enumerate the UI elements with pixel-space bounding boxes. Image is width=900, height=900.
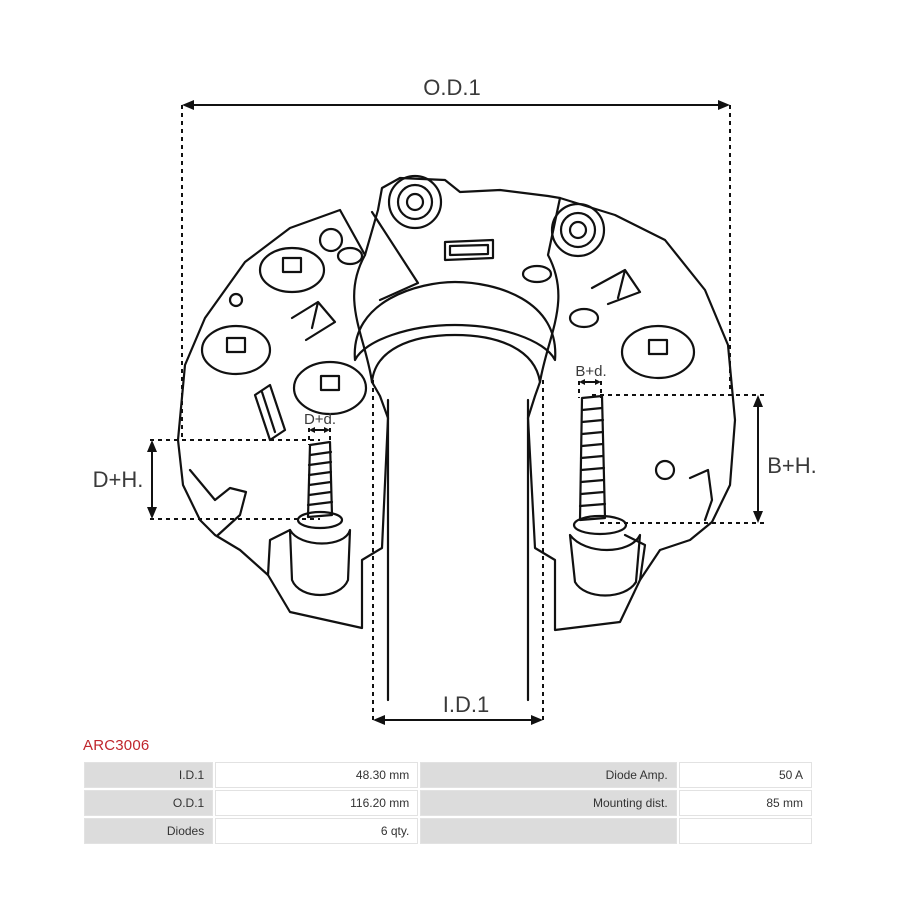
central-bore-rim bbox=[353, 280, 557, 362]
table-row: O.D.1 116.20 mm Mounting dist. 85 mm bbox=[84, 790, 812, 816]
rectifier-body-outline bbox=[176, 208, 390, 630]
top-terminal-block bbox=[363, 176, 562, 257]
spec-label: Mounting dist. bbox=[420, 790, 677, 816]
spec-value: 50 A bbox=[678, 762, 812, 788]
spec-value: 6 qty. bbox=[215, 818, 419, 844]
ring-terminal-left bbox=[387, 174, 443, 230]
dh-label: D+H. bbox=[93, 467, 144, 492]
left-mounting-screw bbox=[306, 440, 334, 519]
spec-label bbox=[420, 818, 677, 844]
diode-1 bbox=[258, 246, 326, 294]
spec-value: 48.30 mm bbox=[215, 762, 419, 788]
table-row: I.D.1 48.30 mm Diode Amp. 50 A bbox=[84, 762, 812, 788]
spec-label: Diode Amp. bbox=[420, 762, 677, 788]
ring-terminal-right bbox=[550, 202, 606, 258]
diode-4 bbox=[620, 324, 696, 380]
part-code: ARC3006 bbox=[83, 737, 150, 754]
central-bore-tube bbox=[386, 398, 530, 702]
id-label: I.D.1 bbox=[443, 692, 489, 717]
spec-value: 116.20 mm bbox=[215, 790, 419, 816]
table-row: Diodes 6 qty. bbox=[84, 818, 812, 844]
spec-value bbox=[678, 818, 812, 844]
spec-label: Diodes bbox=[84, 818, 214, 844]
rectifier-body-outline-right bbox=[526, 196, 737, 632]
bd-label: B+d. bbox=[575, 363, 606, 380]
diode-3 bbox=[292, 360, 368, 416]
spec-label: O.D.1 bbox=[84, 790, 214, 816]
spec-value: 85 mm bbox=[678, 790, 812, 816]
diode-2 bbox=[200, 324, 272, 376]
right-mounting-screw bbox=[578, 394, 607, 522]
rectifier-technical-drawing: O.D.1 I.D.1 D+H. B+H. D+d. B+d. bbox=[93, 75, 817, 725]
dd-label: D+d. bbox=[304, 411, 336, 428]
bh-label: B+H. bbox=[767, 453, 817, 478]
specs-table: I.D.1 48.30 mm Diode Amp. 50 A O.D.1 116… bbox=[82, 760, 814, 846]
spec-label: I.D.1 bbox=[84, 762, 214, 788]
od-label: O.D.1 bbox=[423, 75, 480, 100]
